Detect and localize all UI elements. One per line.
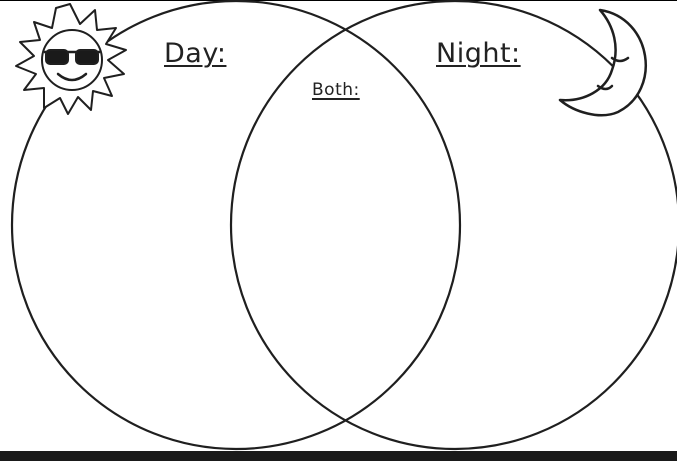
sun-with-sunglasses-icon [16, 4, 126, 114]
both-label: Both: [312, 80, 360, 100]
day-label: Day: [164, 38, 226, 69]
bottom-border-bar [0, 451, 677, 461]
night-label: Night: [436, 38, 521, 69]
crescent-moon-icon [560, 10, 646, 115]
